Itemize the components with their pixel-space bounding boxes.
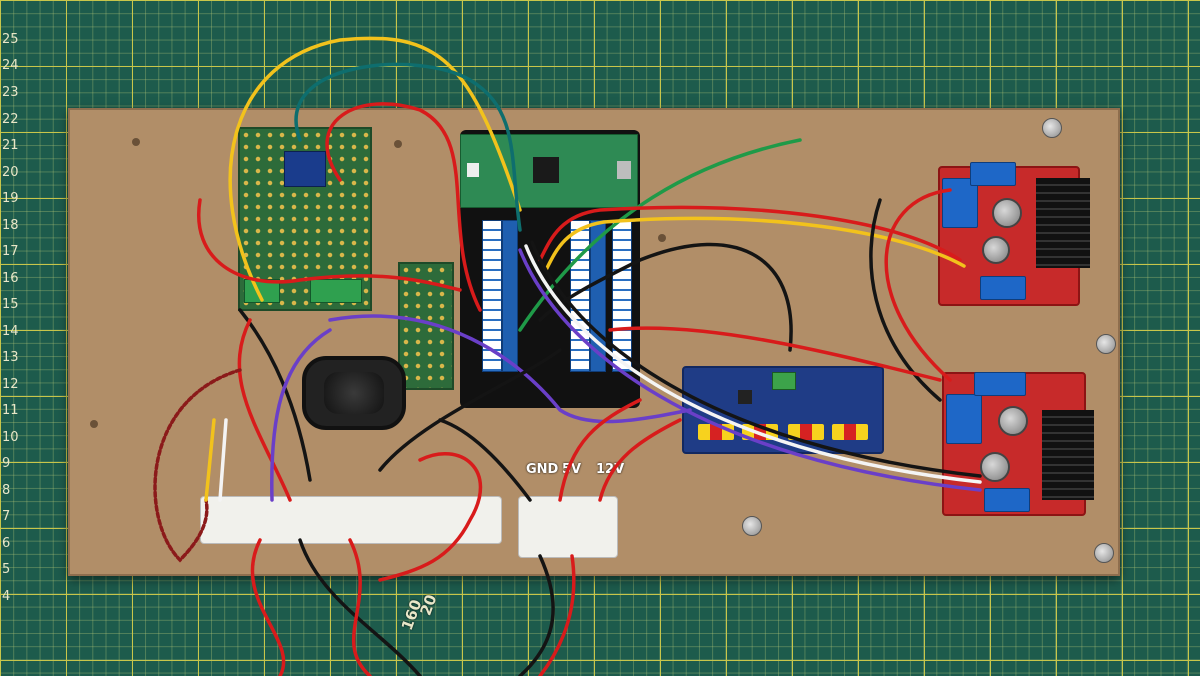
wire-white xyxy=(524,244,982,484)
wire-red xyxy=(348,538,372,676)
ruler-number: 4 xyxy=(2,589,11,604)
pwm-chip xyxy=(738,390,752,404)
capacitor xyxy=(992,198,1022,228)
ruler-number: 12 xyxy=(2,377,19,392)
wire-red xyxy=(884,188,952,382)
wire-red-yellow-2 xyxy=(544,216,966,272)
wire-black xyxy=(530,240,982,478)
screw-terminal-strip xyxy=(200,496,502,544)
capacitor xyxy=(998,406,1028,436)
ruler-number: 5 xyxy=(2,562,11,577)
bootsel-button xyxy=(467,163,479,177)
usb-port xyxy=(617,161,631,179)
ruler-number: 14 xyxy=(2,324,19,339)
wire-black xyxy=(518,554,555,676)
ruler-number: 21 xyxy=(2,138,19,153)
ruler-number: 11 xyxy=(2,403,19,418)
servo-header xyxy=(788,424,824,440)
motor-driver-l298n-top xyxy=(938,162,1090,306)
heatsink xyxy=(1042,410,1094,500)
motor-terminal xyxy=(974,372,1026,396)
ruler-number: 23 xyxy=(2,85,19,100)
power-terminal xyxy=(984,488,1030,512)
wire-black xyxy=(869,198,942,402)
ruler-number: 20 xyxy=(2,165,19,180)
wire-twisted xyxy=(153,368,242,563)
ruler-number: 15 xyxy=(2,297,19,312)
motor-terminal xyxy=(946,394,982,444)
ruler-number: 22 xyxy=(2,112,19,127)
wire-red-yellow-1 xyxy=(538,205,962,262)
pwm-servo-driver-board xyxy=(682,366,884,454)
wire-red xyxy=(325,102,482,312)
rp2040-chip xyxy=(533,157,559,183)
speaker xyxy=(302,356,406,430)
power-terminal xyxy=(772,372,796,390)
wire-black xyxy=(538,242,793,352)
header-strip xyxy=(482,220,502,372)
wire-yellow xyxy=(228,36,522,302)
capacitor xyxy=(982,236,1010,264)
ruler-number: 10 xyxy=(2,430,19,445)
header-strip xyxy=(502,220,518,372)
ruler-number: 18 xyxy=(2,218,19,233)
board-hole xyxy=(132,138,140,146)
board-hole xyxy=(658,234,666,242)
wire-yellow xyxy=(204,418,216,502)
wire-red xyxy=(558,398,642,502)
wire-red xyxy=(598,418,682,502)
screw xyxy=(1042,118,1062,138)
header-strip xyxy=(590,220,606,372)
power-terminal-block xyxy=(518,496,618,558)
ruler-number: 7 xyxy=(2,509,11,524)
screw xyxy=(1096,334,1116,354)
wire-black xyxy=(438,418,532,502)
wire-black xyxy=(298,538,422,676)
wire-red xyxy=(237,318,292,502)
ruler-number: 25 xyxy=(2,32,19,47)
wire-red xyxy=(197,198,462,292)
green-terminal xyxy=(310,279,362,303)
wire-teal xyxy=(294,62,522,232)
label-gnd: GND xyxy=(526,462,559,477)
wire-red xyxy=(250,538,286,676)
wire-red xyxy=(538,554,576,676)
wire-black xyxy=(238,308,312,482)
wire-white xyxy=(218,418,228,502)
ruler-number: 17 xyxy=(2,244,19,259)
motor-terminal xyxy=(970,162,1016,186)
wire-green xyxy=(518,138,802,332)
wire-purple xyxy=(270,328,332,502)
ruler-number: 9 xyxy=(2,456,11,471)
ruler-number: 8 xyxy=(2,483,11,498)
ruler-number: 19 xyxy=(2,191,19,206)
ruler-number: 16 xyxy=(2,271,19,286)
board-hole xyxy=(394,140,402,148)
wire-purple xyxy=(328,314,692,424)
wire-black xyxy=(378,348,562,472)
ruler-number: 24 xyxy=(2,58,19,73)
screw xyxy=(742,516,762,536)
power-terminal xyxy=(980,276,1026,300)
motor-terminal xyxy=(942,178,978,228)
ruler-number: 13 xyxy=(2,350,19,365)
wire-purple xyxy=(518,248,982,492)
heatsink xyxy=(1036,178,1090,268)
audio-chip xyxy=(284,151,326,187)
ruler-number: 6 xyxy=(2,536,11,551)
capacitor xyxy=(980,452,1010,482)
screw xyxy=(1094,543,1114,563)
wire-red xyxy=(378,452,483,582)
wire-red xyxy=(608,326,942,382)
raspberry-pi-pico xyxy=(460,134,638,208)
servo-header xyxy=(832,424,868,440)
board-hole xyxy=(90,420,98,428)
motor-driver-l298n-bottom xyxy=(942,372,1094,516)
